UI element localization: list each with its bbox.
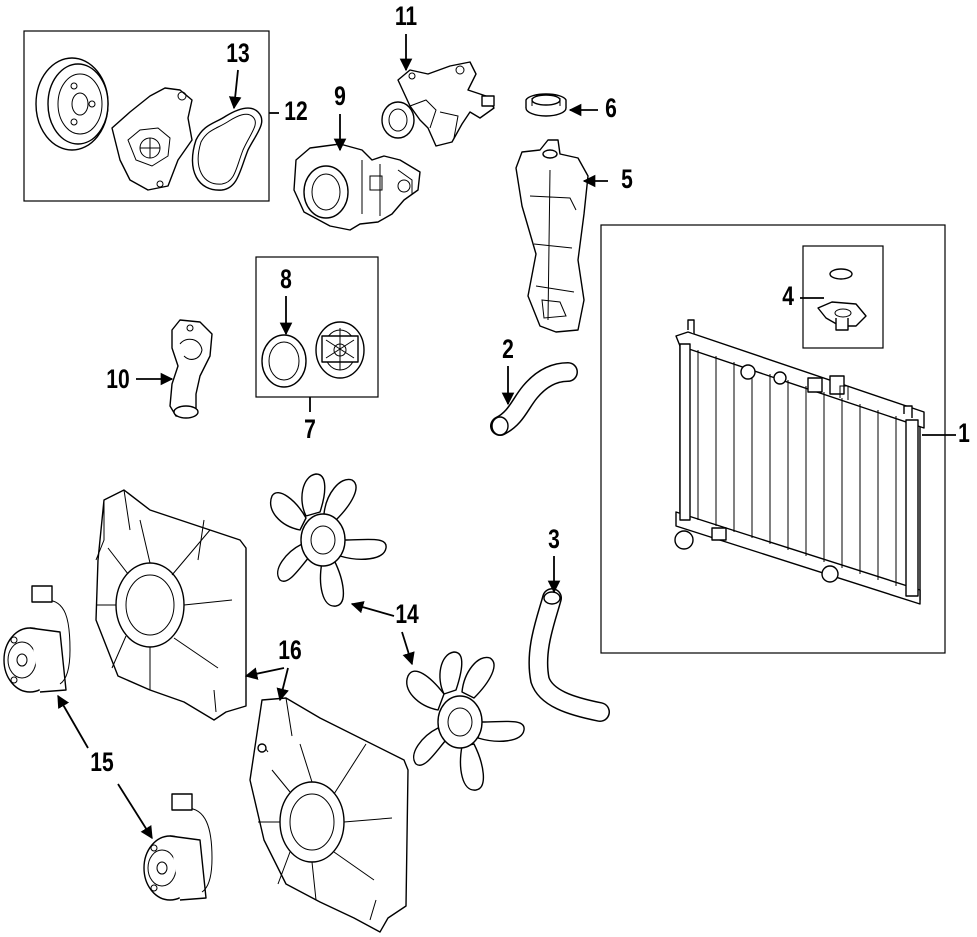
water-outlet-icon	[169, 319, 213, 419]
water-pump-pulley-icon	[35, 57, 109, 151]
tank-cap-icon	[525, 93, 567, 117]
drain-plug-group-box	[802, 245, 884, 349]
fan-shroud-icon	[95, 489, 247, 721]
drain-plug-icon	[817, 268, 867, 331]
callout-6: 6	[605, 94, 617, 124]
callout-8: 8	[280, 265, 292, 295]
reserve-tank-icon	[515, 139, 589, 333]
callout-9: 9	[334, 82, 346, 112]
callout-16: 16	[278, 636, 301, 666]
callout-1: 1	[958, 419, 970, 449]
fan-motor-icon	[3, 585, 71, 693]
upper-hose-icon	[490, 362, 578, 436]
callout-10: 10	[106, 365, 129, 395]
radiator-group-box	[600, 224, 946, 654]
seal-ring-icon	[261, 334, 307, 388]
callout-7: 7	[304, 415, 316, 445]
fan-motor-icon-2	[143, 793, 213, 901]
callout-5: 5	[621, 165, 633, 195]
thermostat-icon	[315, 321, 365, 379]
lower-hose-icon	[528, 588, 610, 722]
callout-2: 2	[502, 335, 514, 365]
callout-13: 13	[226, 39, 249, 69]
water-pump-icon	[111, 87, 193, 191]
callout-11: 11	[395, 2, 417, 32]
callout-3: 3	[548, 525, 560, 555]
callout-4: 4	[782, 282, 794, 312]
thermostat-group-box	[255, 256, 379, 398]
callout-14: 14	[395, 600, 419, 630]
radiator-icon	[674, 319, 925, 605]
fan-blade-icon-2	[406, 651, 525, 791]
callout-15: 15	[90, 748, 113, 778]
water-passage-icon	[381, 61, 495, 147]
water-pump-group-box	[23, 30, 270, 202]
leader-lines	[57, 34, 956, 840]
fan-shroud-icon-2	[249, 697, 409, 933]
thermostat-housing-icon	[293, 143, 421, 231]
gasket-icon	[191, 107, 263, 191]
callout-12: 12	[284, 97, 307, 127]
fan-blade-icon	[269, 473, 387, 607]
